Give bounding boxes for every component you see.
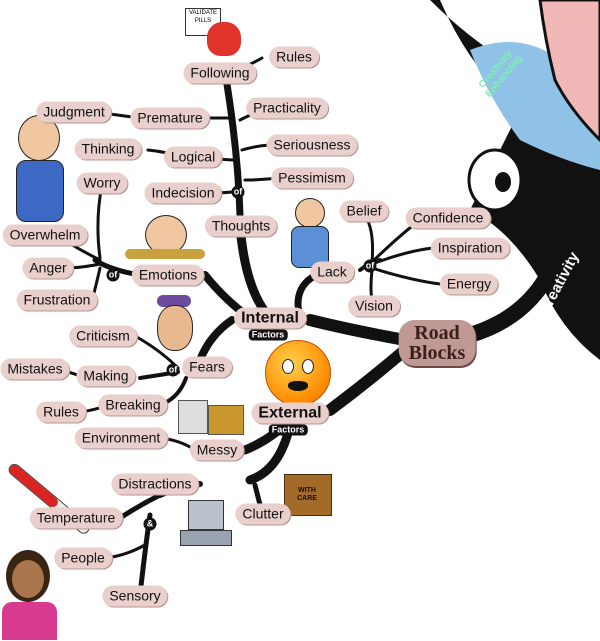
thoughts-of-connector: of (231, 185, 245, 199)
scared-man-illustration (152, 295, 197, 355)
following-node[interactable]: Following (183, 62, 257, 84)
frustration-node[interactable]: Frustration (16, 289, 98, 311)
lack-node[interactable]: Lack (310, 261, 354, 283)
woman-illustration (2, 550, 57, 640)
box-illustration: WITH CARE (284, 474, 332, 516)
rules-top-node[interactable]: Rules (269, 46, 319, 68)
hub-line-1: Road (414, 322, 460, 344)
lack-of-connector: of (363, 259, 377, 273)
people-node[interactable]: People (54, 547, 112, 569)
confidence-node[interactable]: Confidence (405, 207, 491, 229)
clutter-node[interactable]: Clutter (235, 503, 291, 525)
inspiration-node[interactable]: Inspiration (430, 237, 510, 259)
messy-node[interactable]: Messy (189, 439, 245, 461)
road-blocks-hub[interactable]: Road Blocks (398, 320, 476, 366)
emotions-node[interactable]: Emotions (131, 264, 205, 286)
paint-cans-illustration (178, 395, 246, 435)
pessimism-node[interactable]: Pessimism (271, 167, 353, 189)
judgment-node[interactable]: Judgment (36, 101, 112, 123)
energy-node[interactable]: Energy (439, 273, 499, 295)
mistakes-node[interactable]: Mistakes (0, 358, 70, 380)
confused-man-illustration (8, 115, 68, 225)
distractions-node[interactable]: Distractions (111, 473, 199, 495)
anger-node[interactable]: Anger (22, 257, 74, 279)
devil-sign-illustration: VALIDATE PILLS (185, 8, 245, 63)
emotions-of-connector: of (106, 268, 120, 282)
vision-node[interactable]: Vision (348, 295, 400, 317)
logical-node[interactable]: Logical (163, 146, 223, 168)
sign-board: VALIDATE PILLS (185, 8, 221, 36)
worry-node[interactable]: Worry (76, 172, 128, 194)
fears-node[interactable]: Fears (182, 356, 232, 378)
worried-face-emoji (265, 340, 331, 406)
ampersand-connector: & (143, 517, 157, 531)
temperature-node[interactable]: Temperature (29, 507, 123, 529)
thinking-man-illustration (285, 198, 333, 268)
external-factors-label: Factors (268, 424, 308, 436)
lying-man-illustration (125, 215, 205, 260)
belief-node[interactable]: Belief (339, 200, 389, 222)
seriousness-node[interactable]: Seriousness (266, 134, 358, 156)
indecision-node[interactable]: Indecision (144, 182, 222, 204)
internal-node[interactable]: Internal (234, 307, 306, 329)
devil-figure (207, 22, 241, 56)
environment-node[interactable]: Environment (74, 427, 168, 449)
thinker-figure-illustration (430, 0, 600, 360)
practicality-node[interactable]: Practicality (246, 97, 328, 119)
breaking-node[interactable]: Breaking (98, 394, 168, 416)
making-node[interactable]: Making (76, 365, 136, 387)
criticism-node[interactable]: Criticism (69, 325, 137, 347)
rules-fears-node[interactable]: Rules (36, 401, 86, 423)
computer-illustration (180, 500, 240, 550)
internal-factors-label: Factors (248, 329, 288, 341)
box-label: WITH CARE (297, 487, 317, 502)
thinking-node[interactable]: Thinking (74, 138, 142, 160)
sensory-node[interactable]: Sensory (102, 585, 168, 607)
overwhelm-node[interactable]: Overwhelm (2, 224, 88, 246)
thoughts-node[interactable]: Thoughts (204, 215, 278, 237)
fears-of-connector: of (166, 363, 180, 377)
premature-node[interactable]: Premature (130, 107, 210, 129)
hub-line-2: Blocks (408, 342, 466, 364)
external-node[interactable]: External (251, 402, 329, 424)
